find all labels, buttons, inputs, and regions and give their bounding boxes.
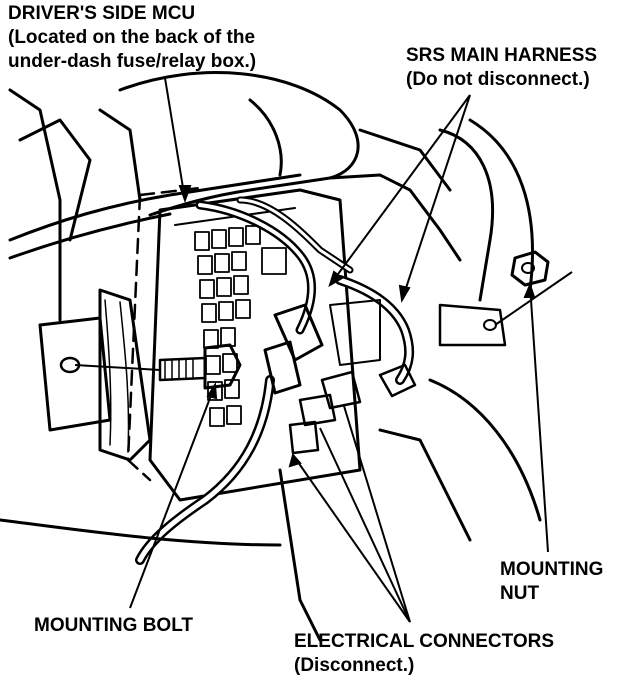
srs-leader	[328, 94, 471, 303]
srs-title: SRS MAIN HARNESS	[406, 45, 598, 66]
mcu-note-1: (Located on the back of the	[8, 27, 256, 48]
bolt-leader	[74, 364, 218, 609]
fuse-relay-box	[148, 188, 362, 502]
leader-lines	[74, 77, 573, 623]
nut-title-1: MOUNTING	[500, 559, 604, 580]
mcu-outline	[126, 186, 202, 482]
left-pillar	[8, 88, 152, 462]
label-srs-main-harness: SRS MAIN HARNESS (Do not disconnect.)	[406, 44, 597, 92]
label-electrical-connectors: ELECTRICAL CONNECTORS (Disconnect.)	[294, 630, 554, 678]
mcu-leader	[164, 77, 192, 203]
mcu-note-2: under-dash fuse/relay box.)	[8, 51, 257, 72]
lower-console	[0, 378, 542, 642]
nut-leader	[494, 271, 573, 553]
connectors-note: (Disconnect.)	[294, 655, 415, 676]
srs-main-harness	[335, 275, 417, 398]
connectors-title: ELECTRICAL CONNECTORS	[294, 631, 555, 652]
mounting-nut	[510, 250, 550, 287]
connector-assembly	[263, 299, 381, 455]
label-mounting-nut: MOUNTING NUT	[500, 558, 603, 606]
label-mounting-bolt: MOUNTING BOLT	[34, 614, 193, 638]
dashboard-structure	[8, 71, 534, 302]
connectors-leader	[288, 405, 411, 623]
srs-note: (Do not disconnect.)	[406, 69, 590, 90]
mcu-title: DRIVER'S SIDE MCU	[8, 3, 196, 24]
nut-title-2: NUT	[500, 583, 540, 604]
bolt-title: MOUNTING BOLT	[34, 615, 194, 636]
label-drivers-side-mcu: DRIVER'S SIDE MCU (Located on the back o…	[8, 2, 256, 74]
mounting-bolt	[158, 343, 242, 390]
